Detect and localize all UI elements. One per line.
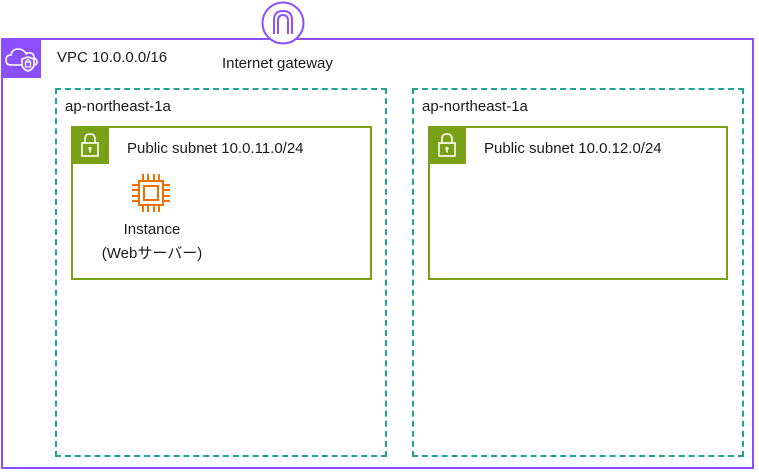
internet-gateway-icon [261, 1, 305, 45]
lock-icon [428, 126, 466, 164]
az-1-label: ap-northeast-1a [65, 98, 171, 115]
public-subnet-2 [428, 126, 728, 280]
public-subnet-1 [71, 126, 372, 280]
subnet-2-label: Public subnet 10.0.12.0/24 [484, 140, 662, 157]
lock-icon [71, 126, 109, 164]
internet-gateway-label: Internet gateway [222, 55, 333, 72]
subnet-1-label: Public subnet 10.0.11.0/24 [127, 140, 304, 157]
availability-zone-2 [412, 88, 744, 457]
vpc-cloud-shield-icon [1, 38, 41, 78]
az-2-label: ap-northeast-1a [422, 98, 528, 115]
instance-label: Instance [123, 221, 181, 238]
vpc-container [1, 38, 754, 469]
availability-zone-1 [55, 88, 387, 457]
ec2-chip-icon [128, 170, 174, 216]
vpc-label: VPC 10.0.0.0/16 [57, 49, 168, 66]
instance-sublabel: (Webサーバー) [101, 245, 203, 262]
